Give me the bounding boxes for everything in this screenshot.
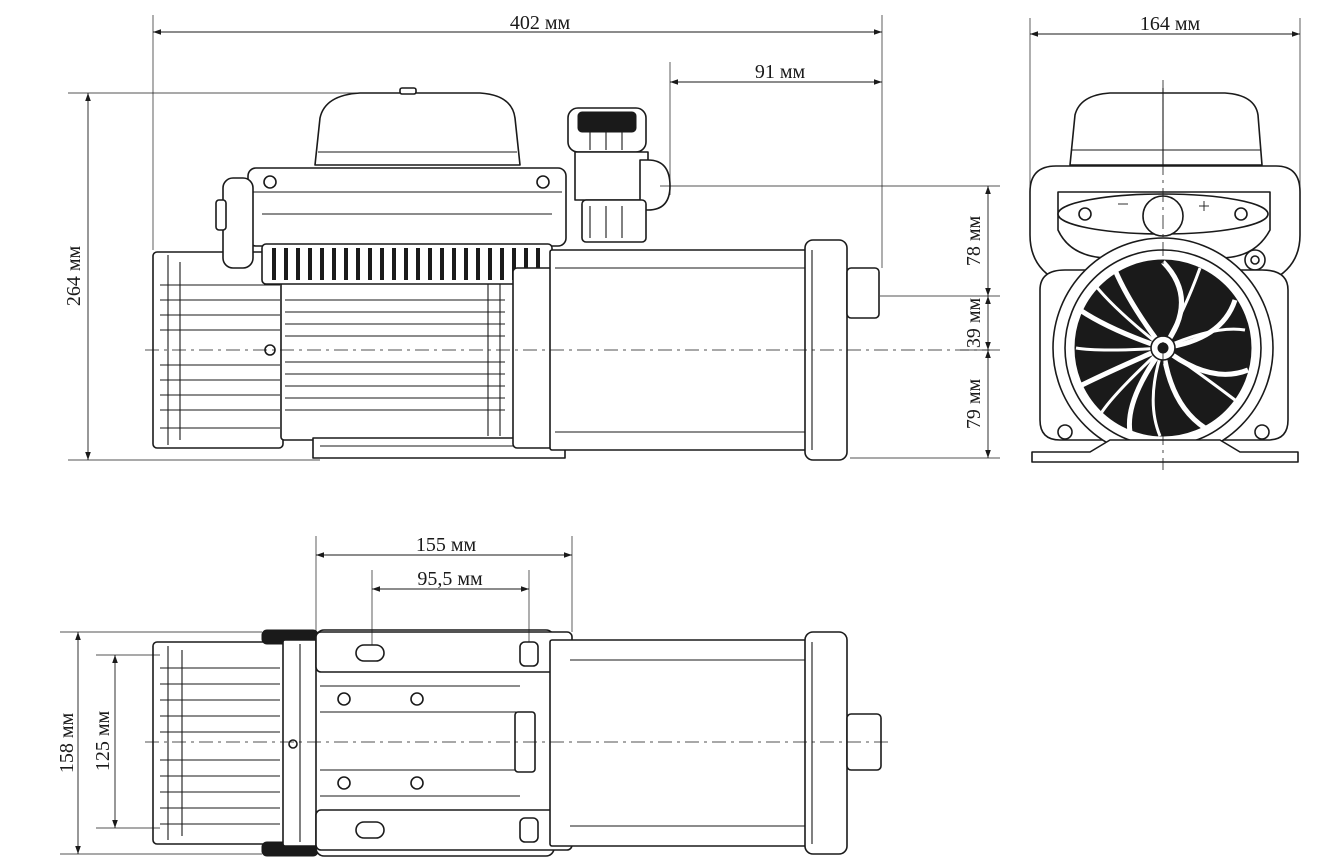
motor-body bbox=[280, 267, 517, 441]
front-view: 164 мм bbox=[1029, 13, 1301, 470]
dim-79-label: 79 мм bbox=[963, 379, 985, 430]
mount-slot-icon bbox=[355, 644, 385, 662]
mount-hole-icon bbox=[1057, 424, 1073, 440]
dim-39-label: 39 мм bbox=[963, 298, 985, 349]
bolt-icon bbox=[337, 692, 351, 706]
fan-cover-fins bbox=[160, 255, 280, 445]
bolt-icon bbox=[410, 692, 424, 706]
dim-164-label: 164 мм bbox=[1140, 13, 1201, 35]
bolt-icon bbox=[337, 776, 351, 790]
pressure-valve bbox=[567, 107, 671, 243]
top-fan-cover-fins bbox=[160, 646, 280, 840]
panel-screw-icon bbox=[1234, 207, 1248, 221]
side-view: 402 мм 91 мм 264 мм 78 мм 39 мм 79 мм bbox=[63, 12, 1000, 461]
top-view: 155 мм 95,5 мм 158 мм 125 мм bbox=[56, 534, 890, 857]
dim-158-label: 158 мм bbox=[56, 713, 78, 774]
housing-screw-icon bbox=[263, 175, 277, 189]
top-pump-body bbox=[549, 639, 809, 847]
dim-125-label: 125 мм bbox=[92, 711, 114, 772]
dim-155-label: 155 мм bbox=[416, 534, 477, 556]
heat-sink-fins bbox=[272, 248, 540, 280]
dim-91-label: 91 мм bbox=[755, 61, 806, 83]
mount-hole-icon bbox=[1254, 424, 1270, 440]
mount-slot-icon bbox=[355, 821, 385, 839]
top-fan-cover bbox=[152, 641, 286, 845]
front-dome-lid bbox=[1069, 92, 1263, 166]
mount-slot-icon bbox=[519, 641, 539, 667]
cable-gland bbox=[222, 177, 254, 269]
dim-402-label: 402 мм bbox=[510, 12, 571, 34]
motor-foot bbox=[312, 437, 566, 459]
pump-flange bbox=[512, 267, 554, 449]
panel-screw-icon bbox=[1078, 207, 1092, 221]
dim-78-label: 78 мм bbox=[963, 216, 985, 267]
motor-body-ribs bbox=[285, 272, 505, 436]
top-pump-end-cap bbox=[804, 631, 848, 855]
controller-housing bbox=[247, 167, 567, 247]
mount-slot-icon bbox=[519, 817, 539, 843]
screw-icon bbox=[288, 739, 298, 749]
dim-264-label: 264 мм bbox=[63, 246, 85, 307]
dome-lid bbox=[314, 92, 521, 166]
inlet-port bbox=[846, 267, 880, 319]
dim-95-5-label: 95,5 мм bbox=[417, 568, 483, 590]
bolt-icon bbox=[410, 776, 424, 790]
impeller-fan-icon bbox=[1074, 259, 1252, 437]
front-base bbox=[1031, 439, 1299, 463]
housing-screw-icon bbox=[536, 175, 550, 189]
